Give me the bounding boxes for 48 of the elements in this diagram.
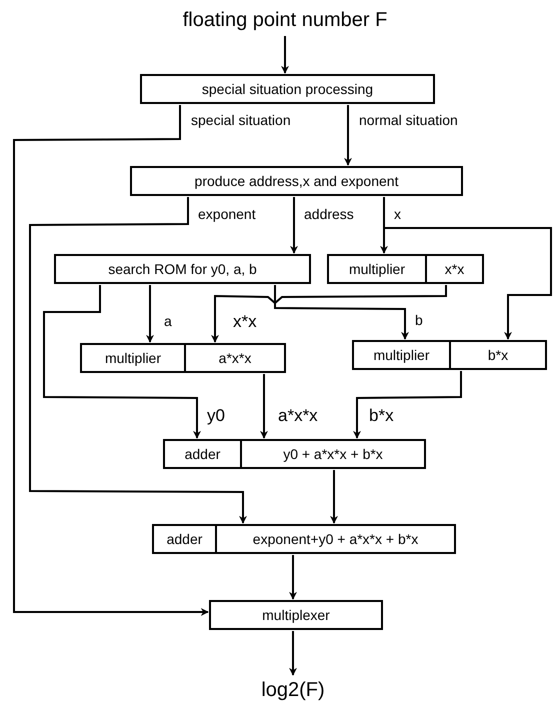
process-box [209,600,383,630]
edge-label: y0 [206,408,226,424]
box-label: multiplier [372,346,430,365]
arrow [211,285,447,343]
edge-label: b*x [368,408,395,424]
function-unit-box [327,254,484,284]
box-label: multiplexer [261,606,331,625]
box-label: a*x*x [184,345,284,371]
box-label: exponent+y0 + a*x*x + b*x [215,526,454,552]
arrow [353,371,462,439]
box-label: search ROM for y0, a, b [107,260,258,279]
edge-label: special situation [190,112,292,128]
function-unit-box [352,340,547,370]
arrow [13,105,209,616]
arrow [289,631,297,676]
function-unit-box [80,343,286,373]
arrow [260,374,268,439]
arrow [290,197,298,254]
input-label: floating point number F [150,5,420,35]
edge-label: a*x*x [277,408,319,424]
box-label: multiplier [348,260,406,279]
arrow [289,555,297,600]
box-label: b*x [449,342,545,368]
arrow [344,105,352,166]
edge-label: b [414,312,424,328]
arrow [383,197,552,340]
process-box [54,254,311,284]
box-label: multiplier [104,349,162,368]
arrow [330,470,338,524]
box-label: produce address,x and exponent [194,172,400,191]
arrow [146,285,154,343]
function-unit-box [163,439,426,469]
process-box [140,74,435,104]
box-label: y0 + a*x*x + b*x [240,441,424,467]
arrow [29,197,247,524]
box-label: adder [184,445,222,464]
box-label: special situation processing [200,80,374,99]
arrow [43,285,201,439]
edge-label: x*x [232,314,258,330]
box-label: adder [166,530,204,549]
output-label: log2(F) [233,676,353,704]
arrow [274,285,409,340]
function-unit-box [152,524,456,554]
process-box [130,166,463,196]
arrow [281,36,289,74]
edge-label: normal situation [358,112,459,128]
box-label: x*x [425,256,482,282]
edge-label: address [303,206,355,222]
